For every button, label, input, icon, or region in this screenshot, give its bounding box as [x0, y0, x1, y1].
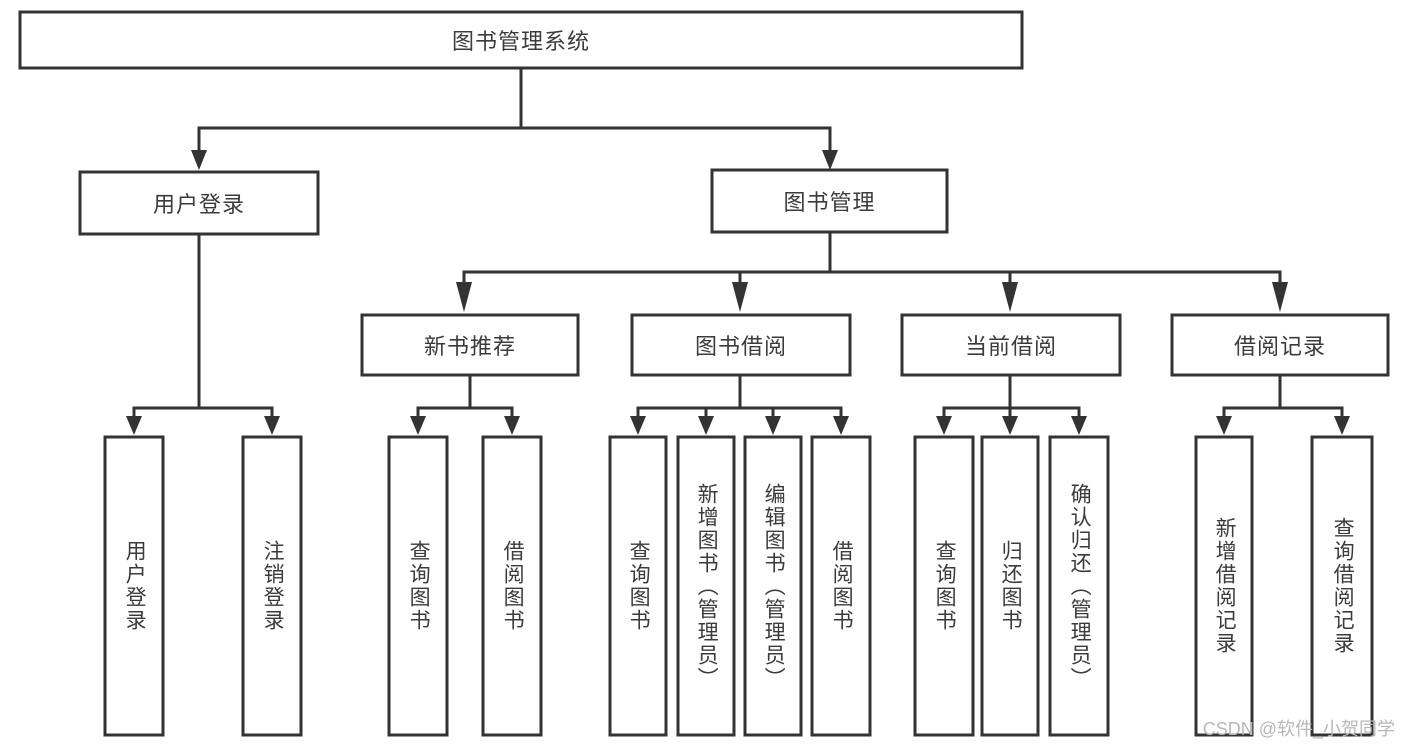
node-book-borrow[interactable] — [630, 313, 852, 377]
arrowhead-leaf-edit-book — [765, 416, 781, 435]
node-leaf-query-book-c[interactable] — [913, 435, 975, 737]
node-leaf-add-book[interactable] — [676, 435, 736, 737]
arrowhead-new-book-rec — [456, 282, 472, 312]
arrowhead-leaf-query-book-b — [630, 416, 646, 435]
node-leaf-edit-book[interactable] — [743, 435, 803, 737]
node-leaf-borrow-book-b[interactable] — [810, 435, 872, 737]
arrowhead-leaf-user-login — [126, 416, 142, 435]
arrowhead-leaf-logout — [264, 416, 280, 435]
arrowhead-leaf-borrow-book-b — [833, 416, 849, 435]
arrowhead-user-login — [191, 150, 207, 170]
node-leaf-logout[interactable] — [241, 435, 303, 737]
node-leaf-query-book-b[interactable] — [608, 435, 668, 737]
node-leaf-return-book[interactable] — [980, 435, 1040, 737]
node-leaf-query-book-a[interactable] — [387, 435, 449, 737]
node-user-login[interactable] — [78, 170, 320, 236]
arrowhead-book-borrow — [732, 282, 748, 312]
connectors — [126, 66, 1350, 435]
arrowhead-leaf-add-borrow-record — [1216, 416, 1232, 435]
node-leaf-user-login[interactable] — [103, 435, 165, 737]
arrowhead-leaf-query-book-a — [410, 416, 426, 435]
arrowhead-leaf-query-book-c — [936, 416, 952, 435]
arrowhead-leaf-return-book — [1002, 416, 1018, 435]
arrowhead-leaf-query-borrow-record — [1334, 416, 1350, 435]
arrowhead-leaf-borrow-book-a — [504, 416, 520, 435]
arrowhead-book-mgmt — [822, 150, 838, 170]
node-leaf-borrow-book-a[interactable] — [481, 435, 543, 737]
node-current-borrow[interactable] — [900, 313, 1122, 377]
node-new-book-recommend[interactable] — [360, 313, 580, 377]
node-root-system[interactable] — [18, 10, 1024, 70]
node-leaf-add-borrow-record[interactable] — [1194, 435, 1254, 737]
node-leaf-query-borrow-record[interactable] — [1310, 435, 1374, 737]
arrowhead-borrow-record — [1272, 282, 1288, 312]
node-borrow-record[interactable] — [1170, 313, 1390, 377]
node-book-management[interactable] — [710, 168, 949, 234]
arrowhead-leaf-confirm-return — [1071, 416, 1087, 435]
arrowhead-current-borrow — [1002, 282, 1018, 312]
arrowhead-leaf-add-book — [698, 416, 714, 435]
node-leaf-confirm-return[interactable] — [1048, 435, 1110, 737]
